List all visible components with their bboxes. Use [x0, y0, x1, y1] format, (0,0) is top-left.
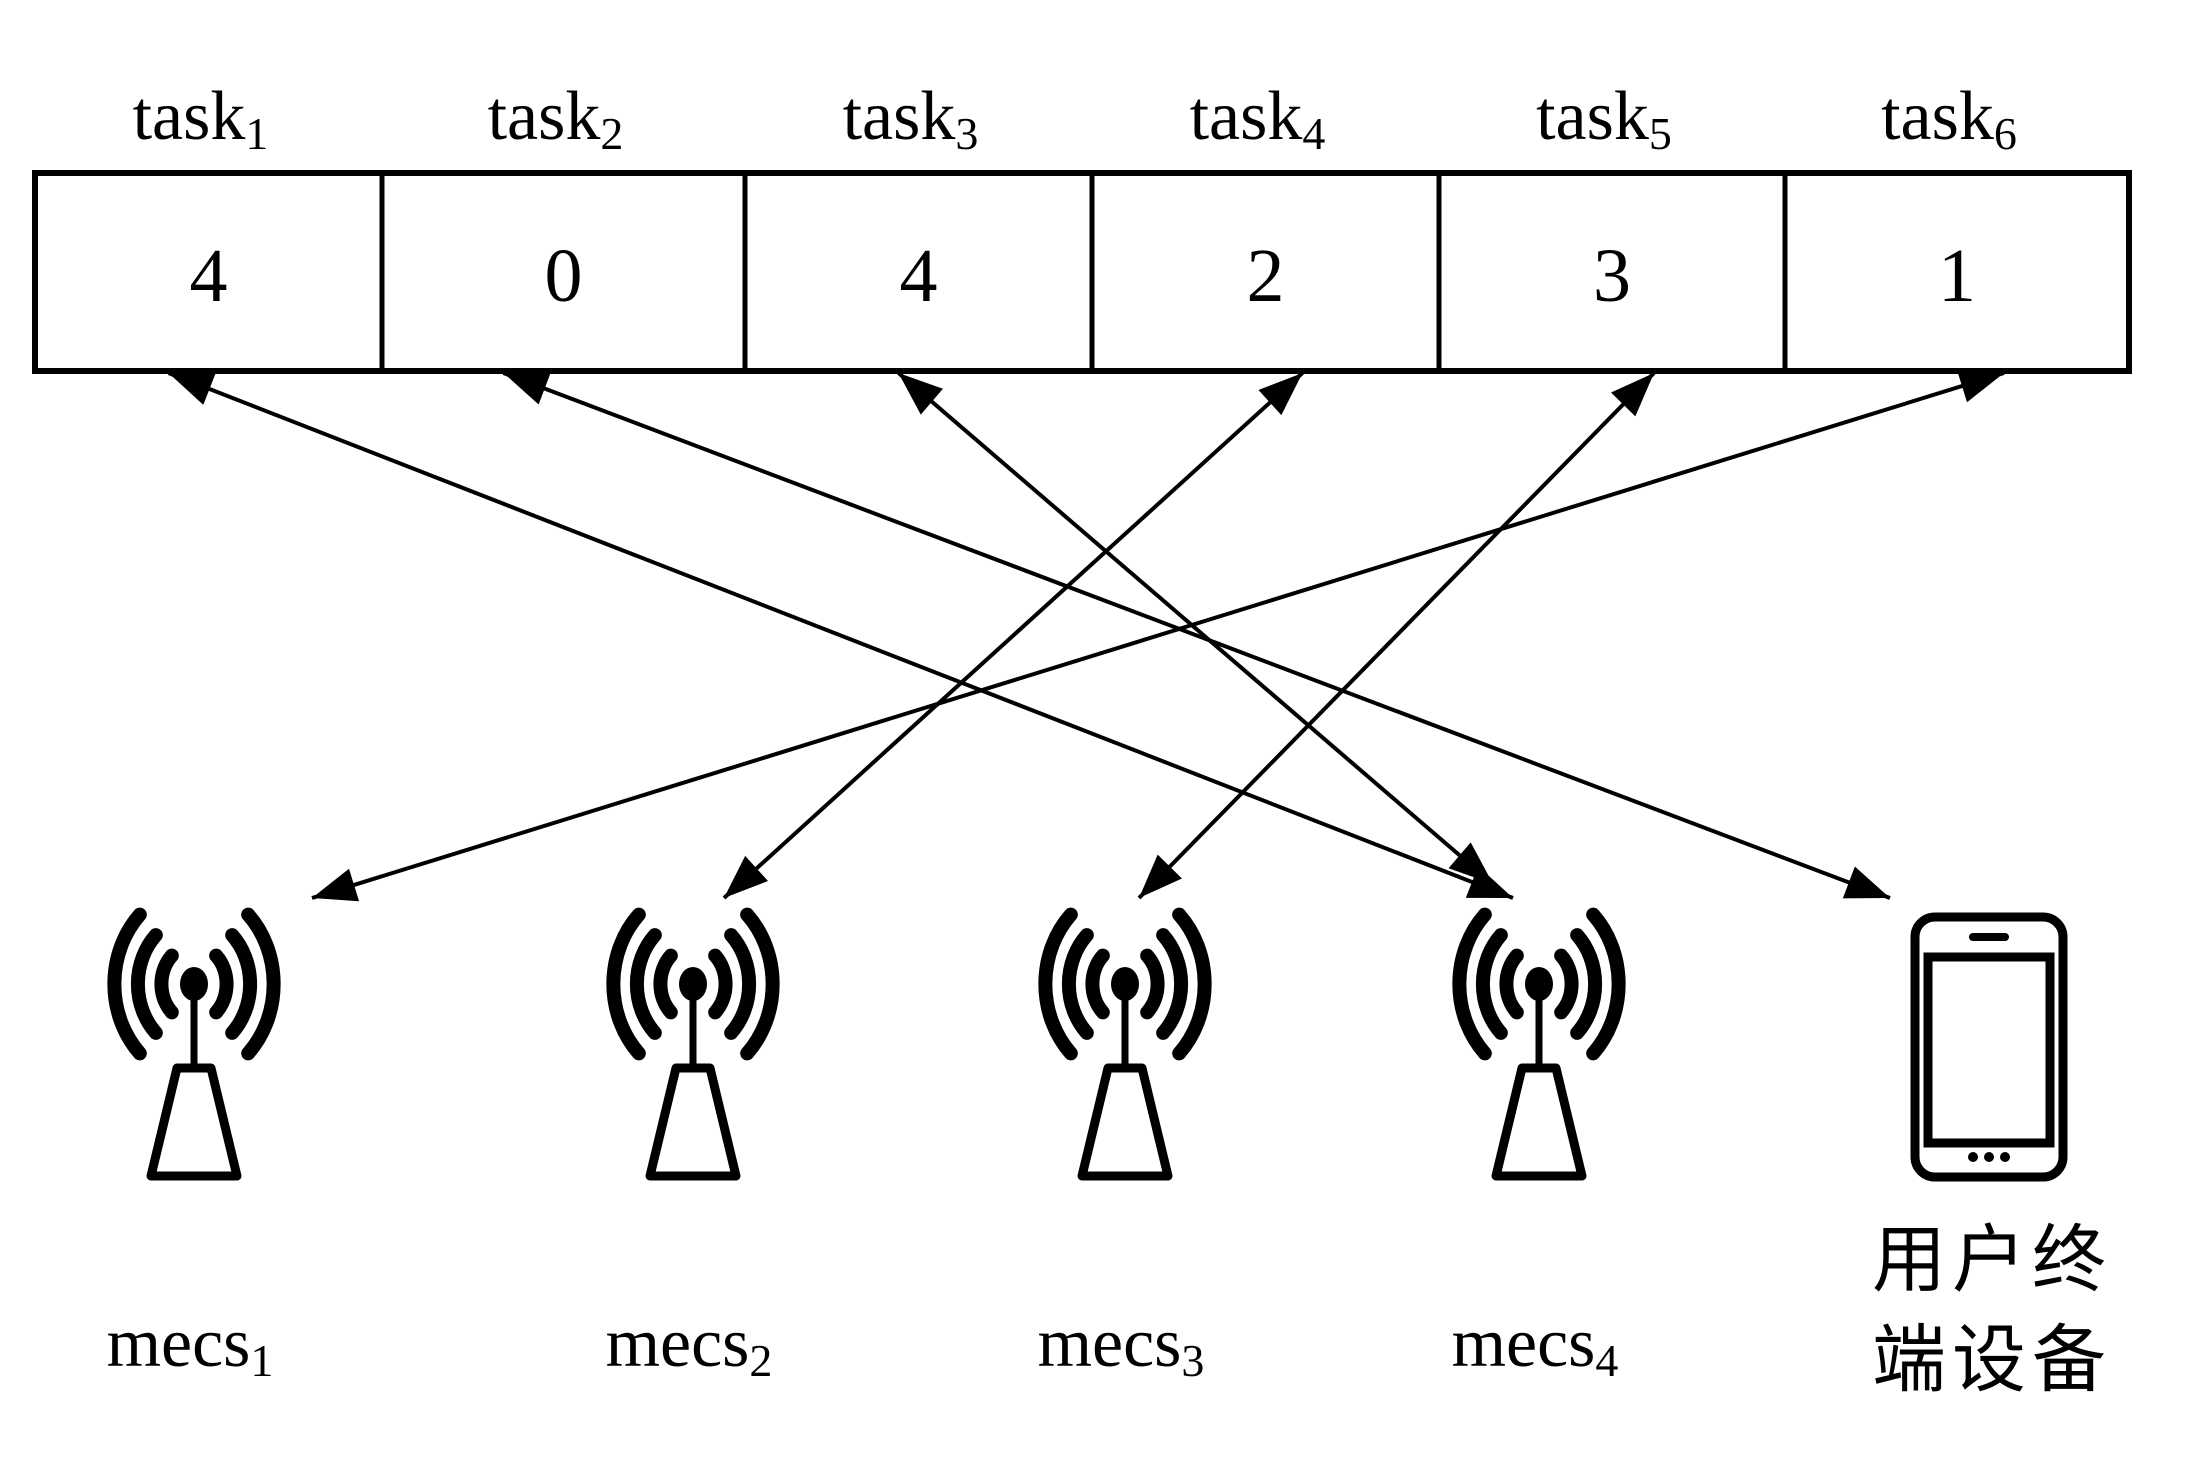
smartphone-icon	[1910, 912, 2068, 1182]
mapping-arrow-task1	[167, 371, 1514, 900]
task-label: task6	[1881, 78, 2017, 159]
device-label-line1: 用户终	[1872, 1217, 2112, 1303]
arrowhead	[312, 868, 360, 902]
task-label: task1	[133, 78, 269, 159]
arrowhead	[168, 373, 216, 405]
arrowhead	[1611, 373, 1654, 417]
mapping-arrows	[167, 369, 2005, 902]
task-label: task3	[843, 78, 979, 159]
user-device	[1910, 912, 2068, 1182]
task-cell-value: 4	[190, 234, 228, 318]
antenna-tower-icon	[107, 907, 281, 1181]
arrowhead	[1448, 842, 1493, 884]
server-label: mecs2	[606, 1305, 773, 1386]
task-cell-value: 0	[545, 234, 583, 318]
arrow-line	[502, 371, 1891, 900]
task-cell-value: 2	[1247, 234, 1285, 318]
task-labels: task1 task2 task3 task4 task5 task6	[133, 78, 2017, 159]
server-mecs-4: mecs4	[1452, 907, 1626, 1386]
antenna-tower-icon	[1452, 907, 1626, 1181]
antenna-tower-icon	[1038, 907, 1212, 1181]
arrow-line	[311, 371, 2005, 900]
mapping-arrow-task6	[311, 369, 2005, 902]
server-mecs-3: mecs3	[1038, 907, 1212, 1386]
mapping-arrow-task4	[722, 371, 1304, 900]
arrow-line	[167, 371, 1514, 900]
task-cell-value: 3	[1593, 234, 1631, 318]
arrow-line	[1137, 371, 1656, 900]
arrow-line	[897, 371, 1495, 886]
arrowhead	[724, 855, 769, 898]
arrowhead	[1956, 369, 2004, 403]
arrowhead	[1139, 854, 1182, 898]
arrowhead	[503, 372, 551, 405]
task-cell-value: 4	[900, 234, 938, 318]
task-array: 4 0 4 2 3 1	[32, 170, 2132, 374]
device-label-line2: 端设备	[1872, 1317, 2112, 1403]
device-label: 用户终 端设备	[1872, 1210, 2112, 1410]
arrowhead	[1258, 373, 1303, 416]
server-label: mecs3	[1038, 1305, 1205, 1386]
task-array-frame	[32, 170, 2132, 374]
antenna-tower-icon	[606, 907, 780, 1181]
task-cell-value: 1	[1938, 234, 1976, 318]
mapping-arrow-task3	[897, 371, 1495, 886]
server-mecs-1: mecs1	[107, 907, 281, 1386]
task-label: task5	[1536, 78, 1672, 159]
servers: mecs1 mecs2 mecs3 mecs4	[107, 907, 1626, 1386]
server-mecs-2: mecs2	[606, 907, 780, 1386]
mapping-arrow-task5	[1137, 371, 1656, 900]
server-label: mecs1	[107, 1305, 274, 1386]
task-label: task2	[488, 78, 624, 159]
mapping-arrow-task2	[502, 371, 1891, 900]
arrow-line	[722, 371, 1304, 900]
server-label: mecs4	[1452, 1305, 1619, 1386]
task-label: task4	[1190, 78, 1326, 159]
arrowhead	[898, 373, 943, 415]
arrowhead	[1842, 866, 1890, 899]
